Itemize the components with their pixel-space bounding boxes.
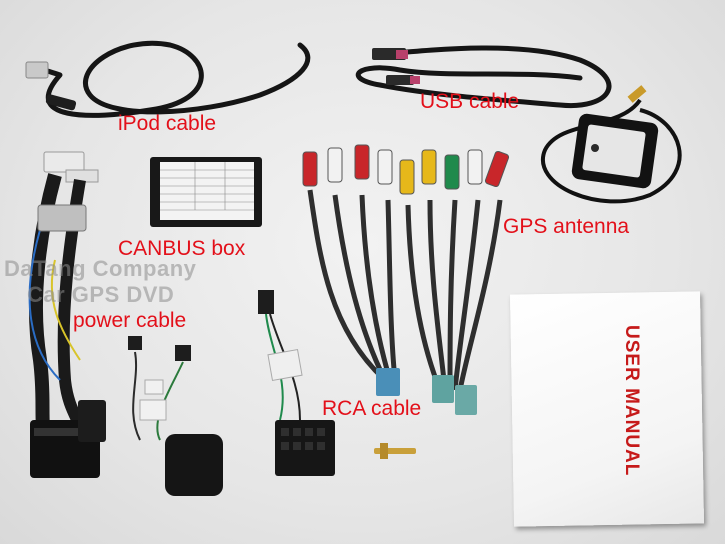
label-gps-antenna: GPS antenna	[503, 215, 630, 238]
watermark-line2: Car GPS DVD	[27, 282, 175, 307]
label-rca-cable: RCA cable	[322, 397, 422, 420]
watermark-line1: DaTang Company	[4, 256, 197, 281]
canbus-box	[150, 157, 262, 227]
ipod-cable	[25, 40, 311, 118]
gps-antenna	[541, 85, 682, 204]
usb-cable	[355, 45, 612, 109]
power-harness	[28, 151, 106, 478]
user-manual-title: USER MANUAL	[621, 325, 642, 477]
label-usb-cable: USB cable	[420, 90, 520, 113]
rca-cable	[302, 144, 510, 415]
label-power-cable: power cable	[73, 309, 187, 332]
power-cable	[128, 290, 335, 496]
antenna-adapter	[374, 443, 416, 459]
label-canbus-box: CANBUS box	[118, 237, 246, 260]
label-ipod-cable: iPod cable	[118, 112, 217, 135]
